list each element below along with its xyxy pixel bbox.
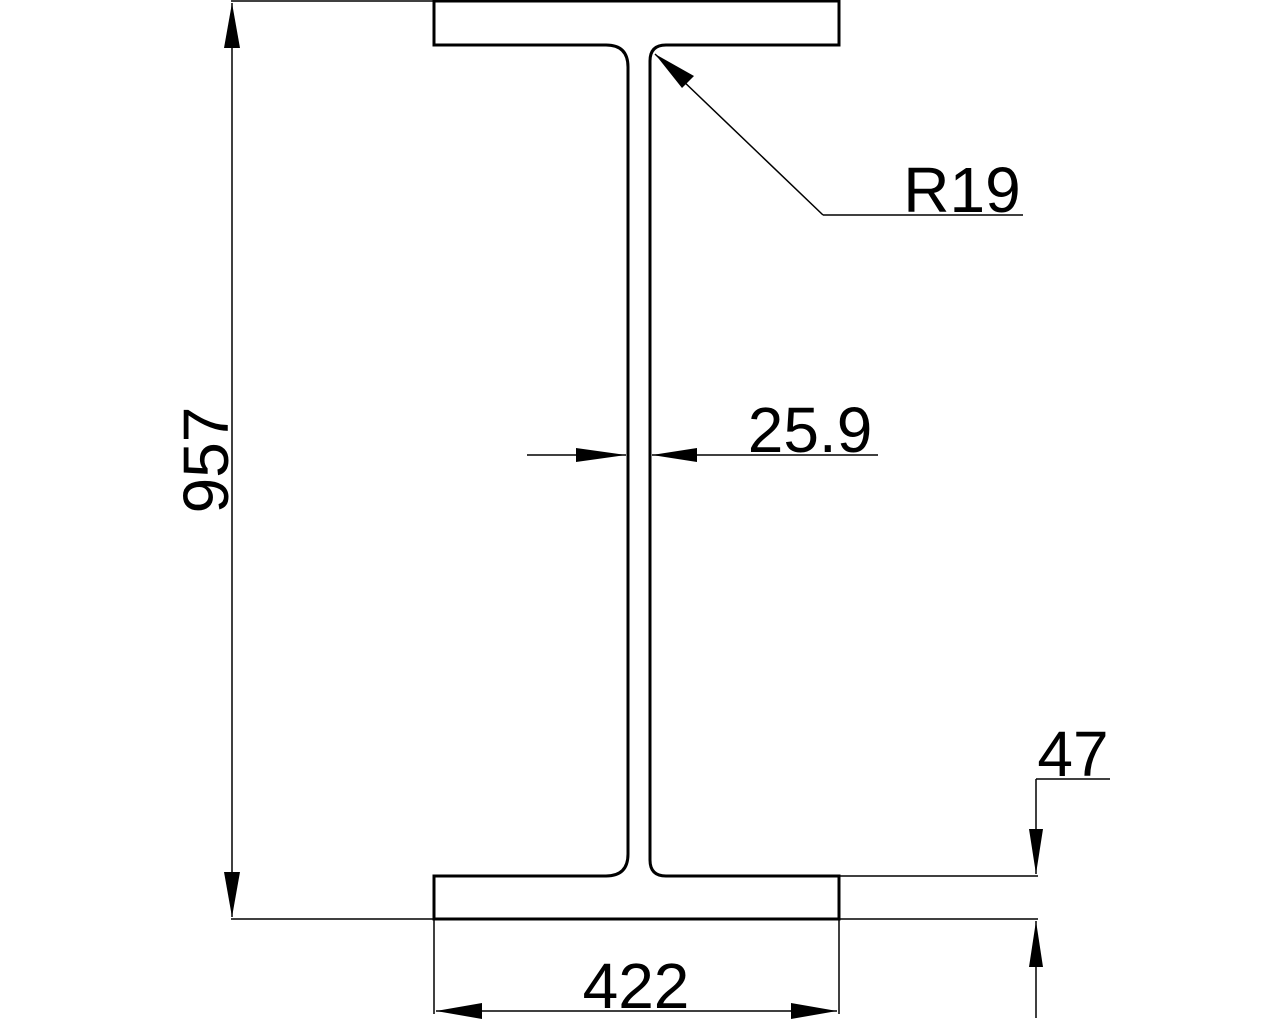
flange-thickness-dimension: 47 (839, 718, 1110, 1018)
height-dimension: 957 (170, 0, 434, 920)
arrow-right-icon (576, 448, 626, 462)
arrow-down-icon (1029, 829, 1043, 874)
arrow-leader-icon (655, 54, 694, 88)
arrow-right-icon (791, 1003, 837, 1019)
web-thickness-label: 25.9 (748, 394, 873, 466)
arrow-left-icon (436, 1003, 482, 1019)
height-label: 957 (170, 407, 242, 514)
arrow-up-icon (1029, 921, 1043, 967)
radius-leader: R19 (654, 53, 1023, 226)
arrow-left-icon (652, 448, 697, 462)
width-dimension: 422 (433, 919, 840, 1022)
radius-label: R19 (903, 154, 1020, 226)
flange-thickness-label: 47 (1037, 718, 1108, 790)
width-label: 422 (583, 950, 690, 1022)
arrow-up-icon (224, 3, 240, 48)
arrow-down-icon (224, 872, 240, 917)
web-thickness-dimension: 25.9 (527, 394, 878, 466)
